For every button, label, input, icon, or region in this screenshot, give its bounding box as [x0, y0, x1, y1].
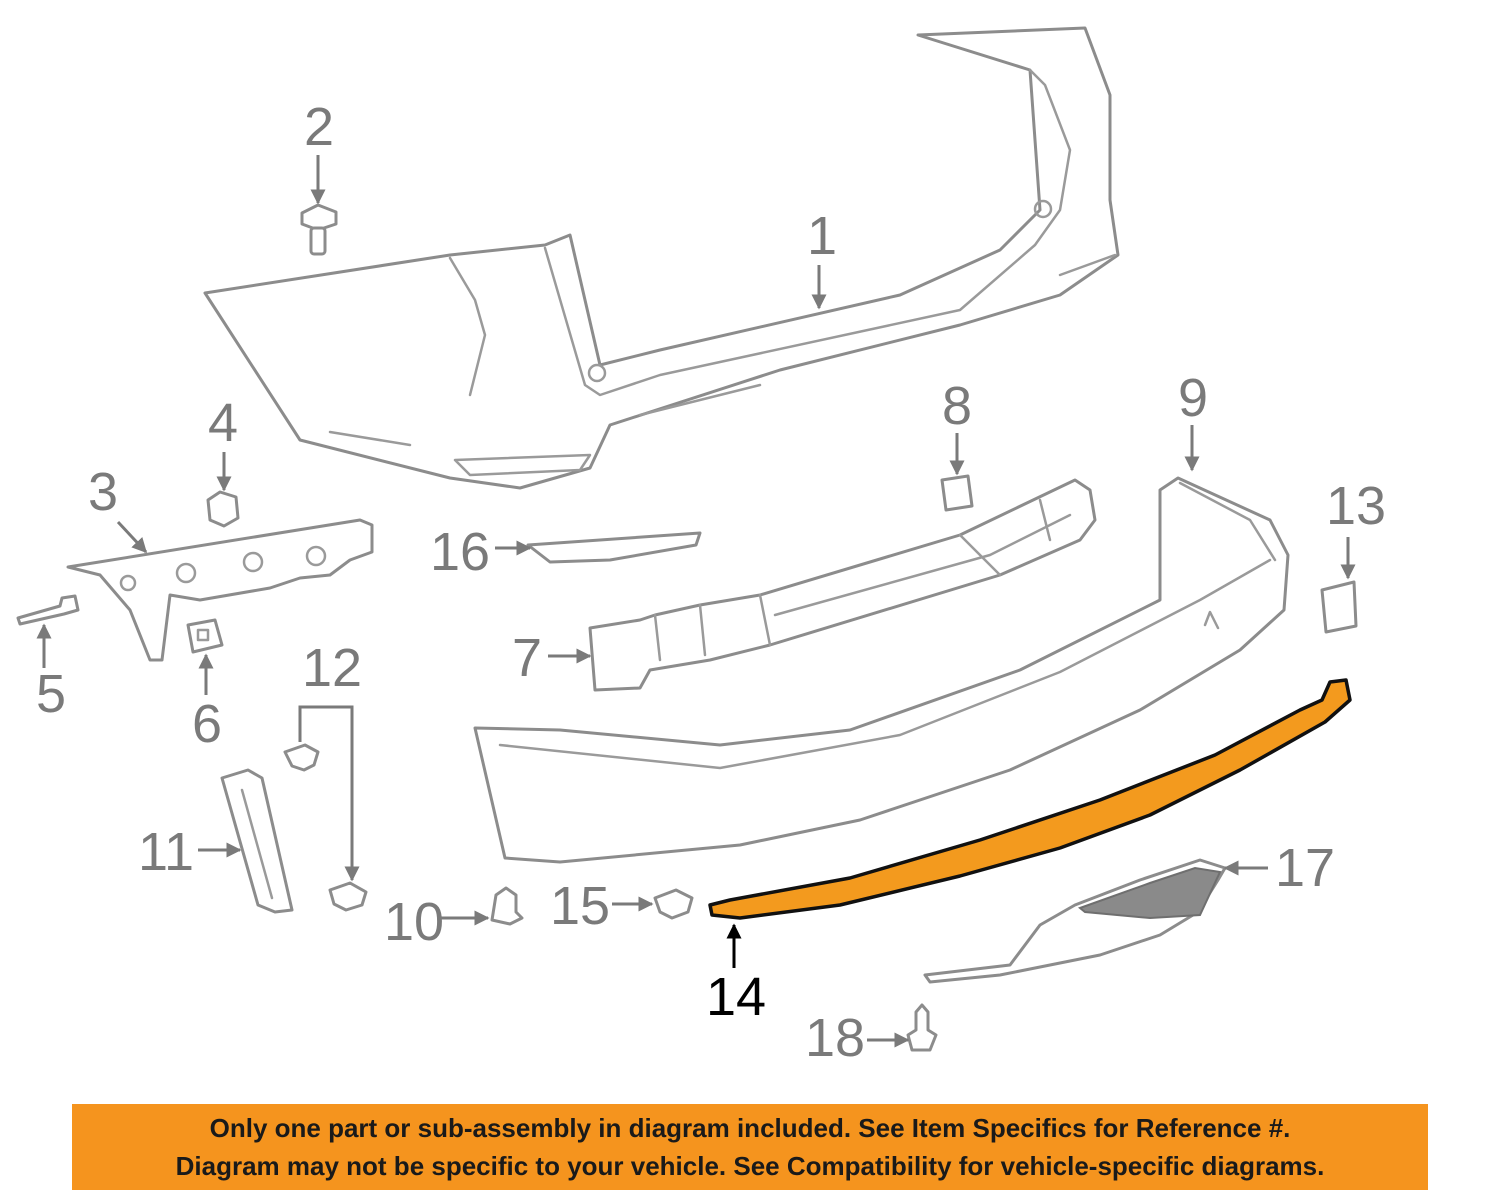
callout-9: 9	[1178, 368, 1208, 428]
callout-5: 5	[36, 664, 66, 724]
part-2-bolt	[300, 203, 338, 256]
part-3-bracket	[66, 518, 374, 662]
callout-10: 10	[384, 892, 444, 952]
callout-6: 6	[192, 694, 222, 754]
callout-14: 14	[706, 967, 766, 1027]
part-6-clip	[186, 618, 224, 654]
callout-11: 11	[138, 822, 194, 882]
callout-18: 18	[805, 1008, 865, 1068]
callout-15: 15	[550, 876, 610, 936]
disclaimer-line-2: Diagram may not be specific to your vehi…	[175, 1151, 1325, 1181]
callout-17: 17	[1275, 838, 1335, 898]
disclaimer-line-1: Only one part or sub-assembly in diagram…	[209, 1113, 1291, 1143]
part-11-bracket	[220, 768, 294, 914]
callout-1: 1	[807, 206, 837, 266]
part-13-pad	[1320, 580, 1358, 634]
part-16-trim-strip	[526, 531, 702, 564]
part-9-lower-bumper	[473, 476, 1290, 864]
part-14-lower-molding	[708, 678, 1352, 920]
part-4-nut	[206, 490, 240, 528]
part-17-lower-panel	[923, 858, 1227, 984]
parts-diagram: 1 2 3 4 5 6 7 8 9 10 11 12 13 14 15 16 1…	[16, 26, 1386, 1068]
callout-2: 2	[304, 97, 334, 157]
part-5-pin	[16, 594, 80, 626]
callout-16: 16	[430, 522, 490, 582]
part-10-fastener	[490, 886, 524, 926]
part-8-clip	[940, 474, 974, 512]
callout-13: 13	[1326, 476, 1386, 536]
part-18-bolt	[906, 1003, 938, 1052]
callout-3: 3	[88, 462, 118, 522]
part-15-fastener	[653, 888, 694, 920]
disclaimer-banner: Only one part or sub-assembly in diagram…	[72, 1104, 1428, 1190]
callout-7: 7	[512, 628, 542, 688]
callout-4: 4	[208, 393, 238, 453]
callout-8: 8	[942, 376, 972, 436]
callout-12: 12	[302, 638, 362, 698]
leader-lines	[36, 155, 1356, 1048]
part-1-bumper-cover	[203, 26, 1120, 490]
part-12-clips	[283, 743, 368, 912]
part-7-energy-absorber	[588, 478, 1097, 692]
